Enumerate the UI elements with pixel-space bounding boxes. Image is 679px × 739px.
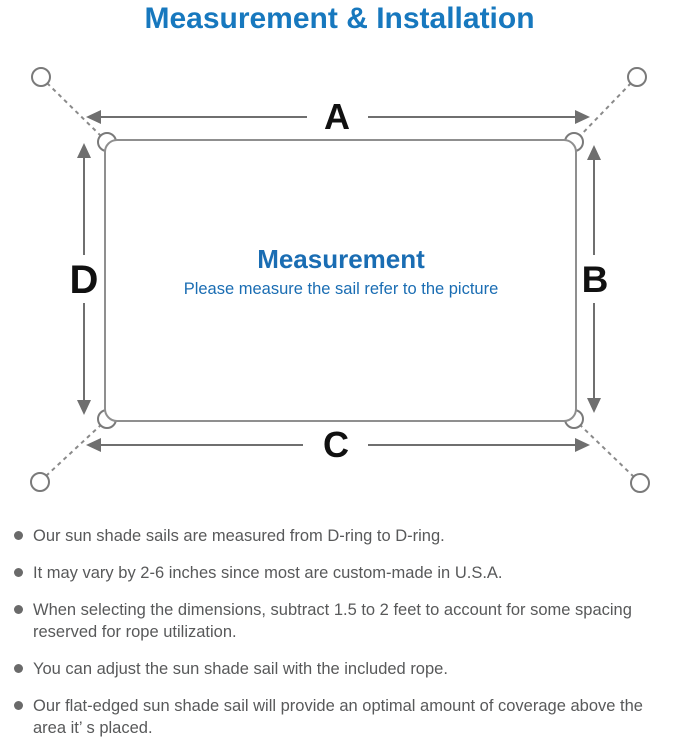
sail-diagram-canvas: A C D B	[30, 67, 650, 493]
dimension-label-b: B	[582, 259, 609, 300]
note-text: When selecting the dimensions, subtract …	[33, 601, 632, 641]
rope-line-top-right	[577, 82, 632, 139]
list-item: It may vary by 2-6 inches since most are…	[12, 562, 652, 584]
note-text: Our flat-edged sun shade sail will provi…	[33, 697, 643, 737]
diagram-center-title: Measurement	[257, 244, 425, 274]
list-item: When selecting the dimensions, subtract …	[12, 599, 652, 643]
notes-list: Our sun shade sails are measured from D-…	[12, 525, 652, 739]
bullet-icon	[14, 605, 23, 614]
dimension-label-c: C	[323, 424, 349, 465]
sail-measurement-diagram: A C D B	[0, 55, 679, 515]
list-item: Our flat-edged sun shade sail will provi…	[12, 695, 652, 739]
list-item: You can adjust the sun shade sail with t…	[12, 658, 652, 680]
note-text: It may vary by 2-6 inches since most are…	[33, 564, 503, 582]
rope-line-top-left	[46, 82, 104, 139]
note-text: Our sun shade sails are measured from D-…	[33, 527, 445, 545]
anchor-ring-top-right-icon	[627, 67, 647, 87]
anchor-ring-bottom-left-icon	[30, 472, 50, 492]
dimension-arrow-c	[86, 438, 590, 452]
anchor-ring-bottom-right-icon	[630, 473, 650, 493]
page-title: Measurement & Installation	[144, 2, 535, 35]
dimension-label-d: D	[70, 258, 99, 302]
rope-line-bottom-right	[577, 422, 635, 478]
bullet-icon	[14, 664, 23, 673]
dimension-label-a: A	[324, 96, 350, 137]
bullet-icon	[14, 701, 23, 710]
sail-outline	[104, 139, 577, 422]
bullet-icon	[14, 531, 23, 540]
diagram-center-subtitle: Please measure the sail refer to the pic…	[184, 280, 499, 298]
anchor-ring-top-left-icon	[31, 67, 51, 87]
note-text: You can adjust the sun shade sail with t…	[33, 660, 448, 678]
list-item: Our sun shade sails are measured from D-…	[12, 525, 652, 547]
rope-line-bottom-left	[45, 422, 104, 477]
dimension-arrow-a	[86, 110, 590, 124]
bullet-icon	[14, 568, 23, 577]
dimension-arrow-d	[77, 143, 91, 415]
dimension-arrow-b	[587, 145, 601, 413]
